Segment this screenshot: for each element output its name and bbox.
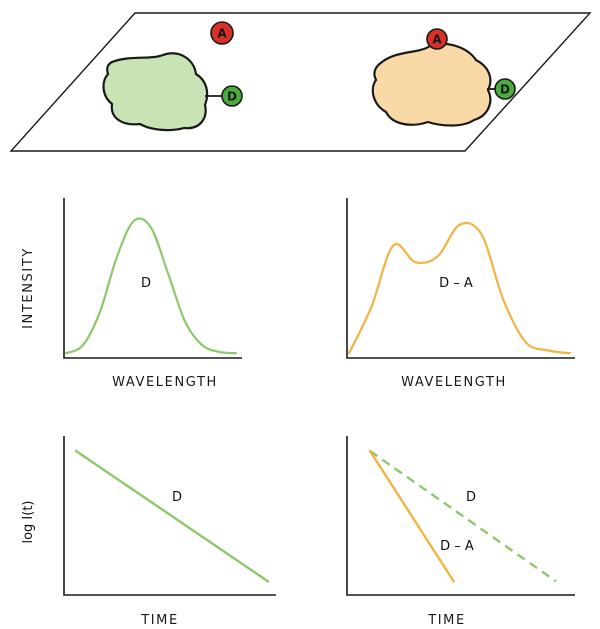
decay-pair-donor-label: D — [466, 490, 476, 505]
decay-donor-ylabel: log I(t) — [21, 500, 36, 543]
decay-donor-line-label: D — [172, 490, 182, 505]
membrane-scene: D A A D — [9, 12, 592, 152]
spectrum-pair-curve — [347, 221, 572, 355]
spectrum-donor-xlabel: WAVELENGTH — [112, 375, 218, 390]
decay-pair-xlabel: TIME — [427, 613, 466, 628]
donor-marker-left: D — [221, 85, 243, 107]
spectrum-donor-axes — [63, 198, 242, 359]
donor-marker-right: D — [494, 78, 516, 100]
decay-pair-da-label: D – A — [440, 539, 474, 554]
spectrum-pair-axes — [346, 198, 575, 359]
decay-pair-panel: TIME D D – A — [346, 436, 575, 628]
decay-donor-panel: log I(t) TIME D — [21, 436, 276, 628]
donor-label-left: D — [227, 90, 237, 104]
decay-donor-line — [74, 449, 270, 583]
acceptor-label-bound: A — [432, 33, 442, 47]
decay-pair-axes — [346, 436, 575, 596]
decay-pair-da-line — [368, 449, 455, 583]
spectrum-pair-curve-label: D – A — [439, 276, 473, 291]
acceptor-marker-bound: A — [426, 28, 448, 50]
donor-label-right: D — [500, 83, 510, 97]
acceptor-label-free: A — [217, 27, 227, 41]
spectrum-pair-panel: WAVELENGTH D – A — [346, 198, 575, 390]
spectrum-donor-curve — [64, 217, 238, 355]
protein-right — [371, 42, 492, 127]
spectrum-donor-ylabel: INTENSITY — [21, 247, 36, 329]
spectrum-pair-xlabel: WAVELENGTH — [401, 375, 507, 390]
spectrum-donor-panel: INTENSITY WAVELENGTH D — [21, 198, 242, 390]
protein-left — [102, 52, 209, 132]
decay-pair-donor-line — [369, 450, 557, 583]
acceptor-marker-free: A — [210, 21, 234, 45]
decay-donor-xlabel: TIME — [140, 613, 179, 628]
spectrum-donor-curve-label: D — [141, 276, 151, 291]
decay-donor-axes — [63, 436, 276, 596]
